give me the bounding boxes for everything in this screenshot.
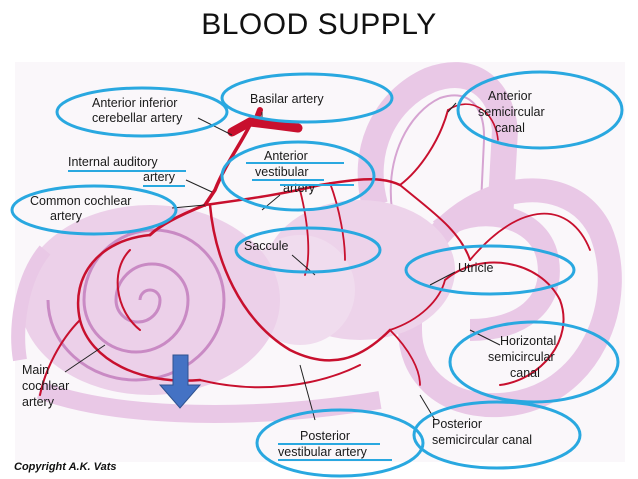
ring-saccule — [234, 226, 382, 274]
label-common-cochlear-artery: Common cochlear artery — [30, 194, 131, 223]
svg-text:cerebellar artery: cerebellar artery — [92, 111, 183, 125]
svg-text:semicircular canal: semicircular canal — [432, 433, 532, 447]
ring-posterior-semicircular — [412, 400, 582, 470]
label-aica: Anterior inferior cerebellar artery — [92, 96, 183, 125]
svg-text:Anterior: Anterior — [488, 89, 532, 103]
label-internal-auditory-artery: Internal auditory artery — [68, 155, 186, 187]
label-basilar-artery: Basilar artery — [250, 92, 324, 106]
ring-aica — [55, 86, 229, 138]
label-saccule: Saccule — [244, 239, 289, 253]
svg-text:artery: artery — [283, 181, 316, 195]
svg-text:artery: artery — [22, 395, 55, 409]
svg-text:vestibular artery: vestibular artery — [278, 445, 368, 459]
svg-text:Internal auditory: Internal auditory — [68, 155, 158, 169]
svg-text:Anterior inferior: Anterior inferior — [92, 96, 177, 110]
svg-text:Main: Main — [22, 363, 49, 377]
ring-horizontal-semicircular — [448, 320, 620, 404]
svg-text:Posterior: Posterior — [432, 417, 482, 431]
svg-text:vestibular: vestibular — [255, 165, 309, 179]
copyright-notice: Copyright A.K. Vats — [14, 461, 116, 473]
arteries — [39, 103, 591, 396]
labyrinth-tissue — [11, 62, 625, 462]
label-horizontal-semicircular-canal: Horizontal semicircular canal — [488, 334, 556, 380]
svg-text:Saccule: Saccule — [244, 239, 289, 253]
svg-text:Common cochlear: Common cochlear — [30, 194, 131, 208]
down-arrow-icon — [158, 354, 202, 409]
svg-text:semicircular: semicircular — [488, 350, 555, 364]
ring-common-cochlear — [10, 184, 178, 236]
ring-utricle — [404, 244, 576, 296]
svg-text:canal: canal — [510, 366, 540, 380]
svg-text:Utricle: Utricle — [458, 261, 493, 275]
svg-text:artery: artery — [143, 170, 176, 184]
svg-text:Basilar artery: Basilar artery — [250, 92, 324, 106]
ring-basilar-artery — [220, 72, 394, 124]
svg-text:Anterior: Anterior — [264, 149, 308, 163]
svg-text:Horizontal: Horizontal — [500, 334, 556, 348]
label-main-cochlear-artery: Main cochlear artery — [22, 363, 69, 409]
svg-text:semicircular: semicircular — [478, 105, 545, 119]
svg-text:cochlear: cochlear — [22, 379, 69, 393]
label-anterior-semicircular-canal: Anterior semicircular canal — [478, 89, 545, 135]
label-posterior-semicircular-canal: Posterior semicircular canal — [432, 417, 532, 447]
slide-title: BLOOD SUPPLY — [201, 8, 437, 41]
svg-text:Posterior: Posterior — [300, 429, 350, 443]
label-posterior-vestibular-artery: Posterior vestibular artery — [278, 429, 392, 461]
ring-anterior-vestibular — [220, 140, 376, 212]
highlight-rings — [10, 70, 624, 478]
ring-posterior-vestibular — [255, 408, 425, 478]
ring-anterior-semicircular — [456, 70, 624, 150]
svg-text:artery: artery — [50, 209, 83, 223]
label-anterior-vestibular-artery: Anterior vestibular artery — [246, 149, 354, 195]
svg-text:canal: canal — [495, 121, 525, 135]
label-utricle: Utricle — [458, 261, 493, 275]
